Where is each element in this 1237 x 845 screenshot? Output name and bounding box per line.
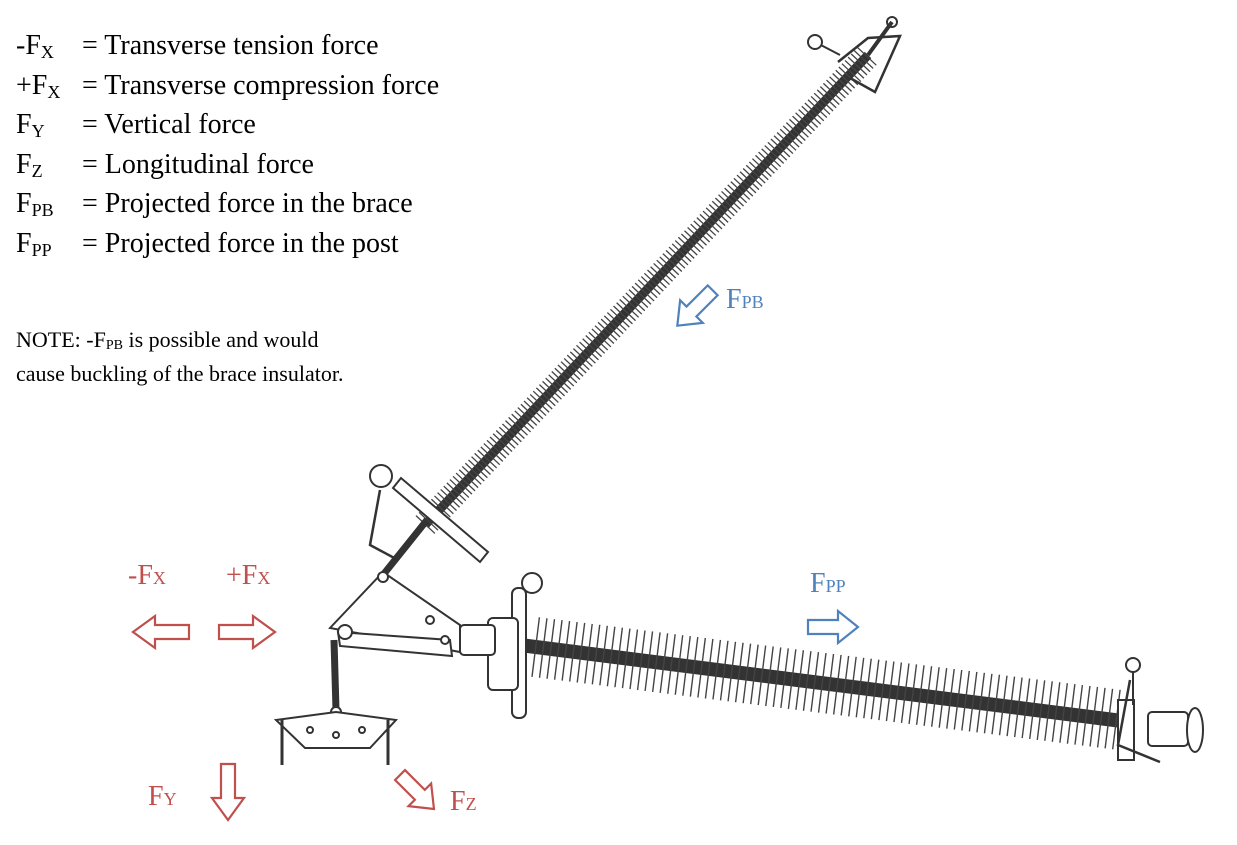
label-fy: FY bbox=[148, 781, 177, 812]
legend-row-neg-fx: -FX= Transverse tension force bbox=[16, 30, 379, 62]
arrow-fpp bbox=[806, 608, 860, 646]
legend-row-fpp: FPP= Projected force in the post bbox=[16, 227, 399, 260]
note-line-2: cause buckling of the brace insulator. bbox=[16, 361, 344, 386]
junction-hardware bbox=[273, 570, 461, 765]
legend-row-fpb: FPB= Projected force in the brace bbox=[16, 188, 413, 220]
arrow-neg-fx bbox=[131, 613, 191, 651]
note-line-1: NOTE: -FPB is possible and would bbox=[16, 327, 319, 353]
legend-row-pos-fx: +FX= Transverse compression force bbox=[16, 69, 440, 102]
label-fpb: FPB bbox=[726, 284, 764, 315]
legend-row-fy: FY= Vertical force bbox=[16, 109, 256, 141]
label-neg-fx: -FX bbox=[128, 560, 166, 591]
label-pos-fx: +FX bbox=[226, 560, 270, 591]
arrow-pos-fx bbox=[217, 613, 277, 651]
post-insulator bbox=[459, 572, 1204, 764]
arrow-fz bbox=[393, 768, 436, 811]
brace-insulator bbox=[368, 16, 902, 578]
arrow-fpb bbox=[676, 283, 720, 327]
legend-row-fz: FZ= Longitudinal force bbox=[16, 148, 314, 181]
note-text: NOTE: -FPB is possible and would cause b… bbox=[16, 326, 343, 388]
arrow-fy bbox=[209, 762, 247, 822]
label-fpp: FPP bbox=[810, 568, 846, 599]
legend: -FX= Transverse tension force +FX= Trans… bbox=[16, 26, 439, 263]
label-fz: FZ bbox=[450, 786, 477, 817]
